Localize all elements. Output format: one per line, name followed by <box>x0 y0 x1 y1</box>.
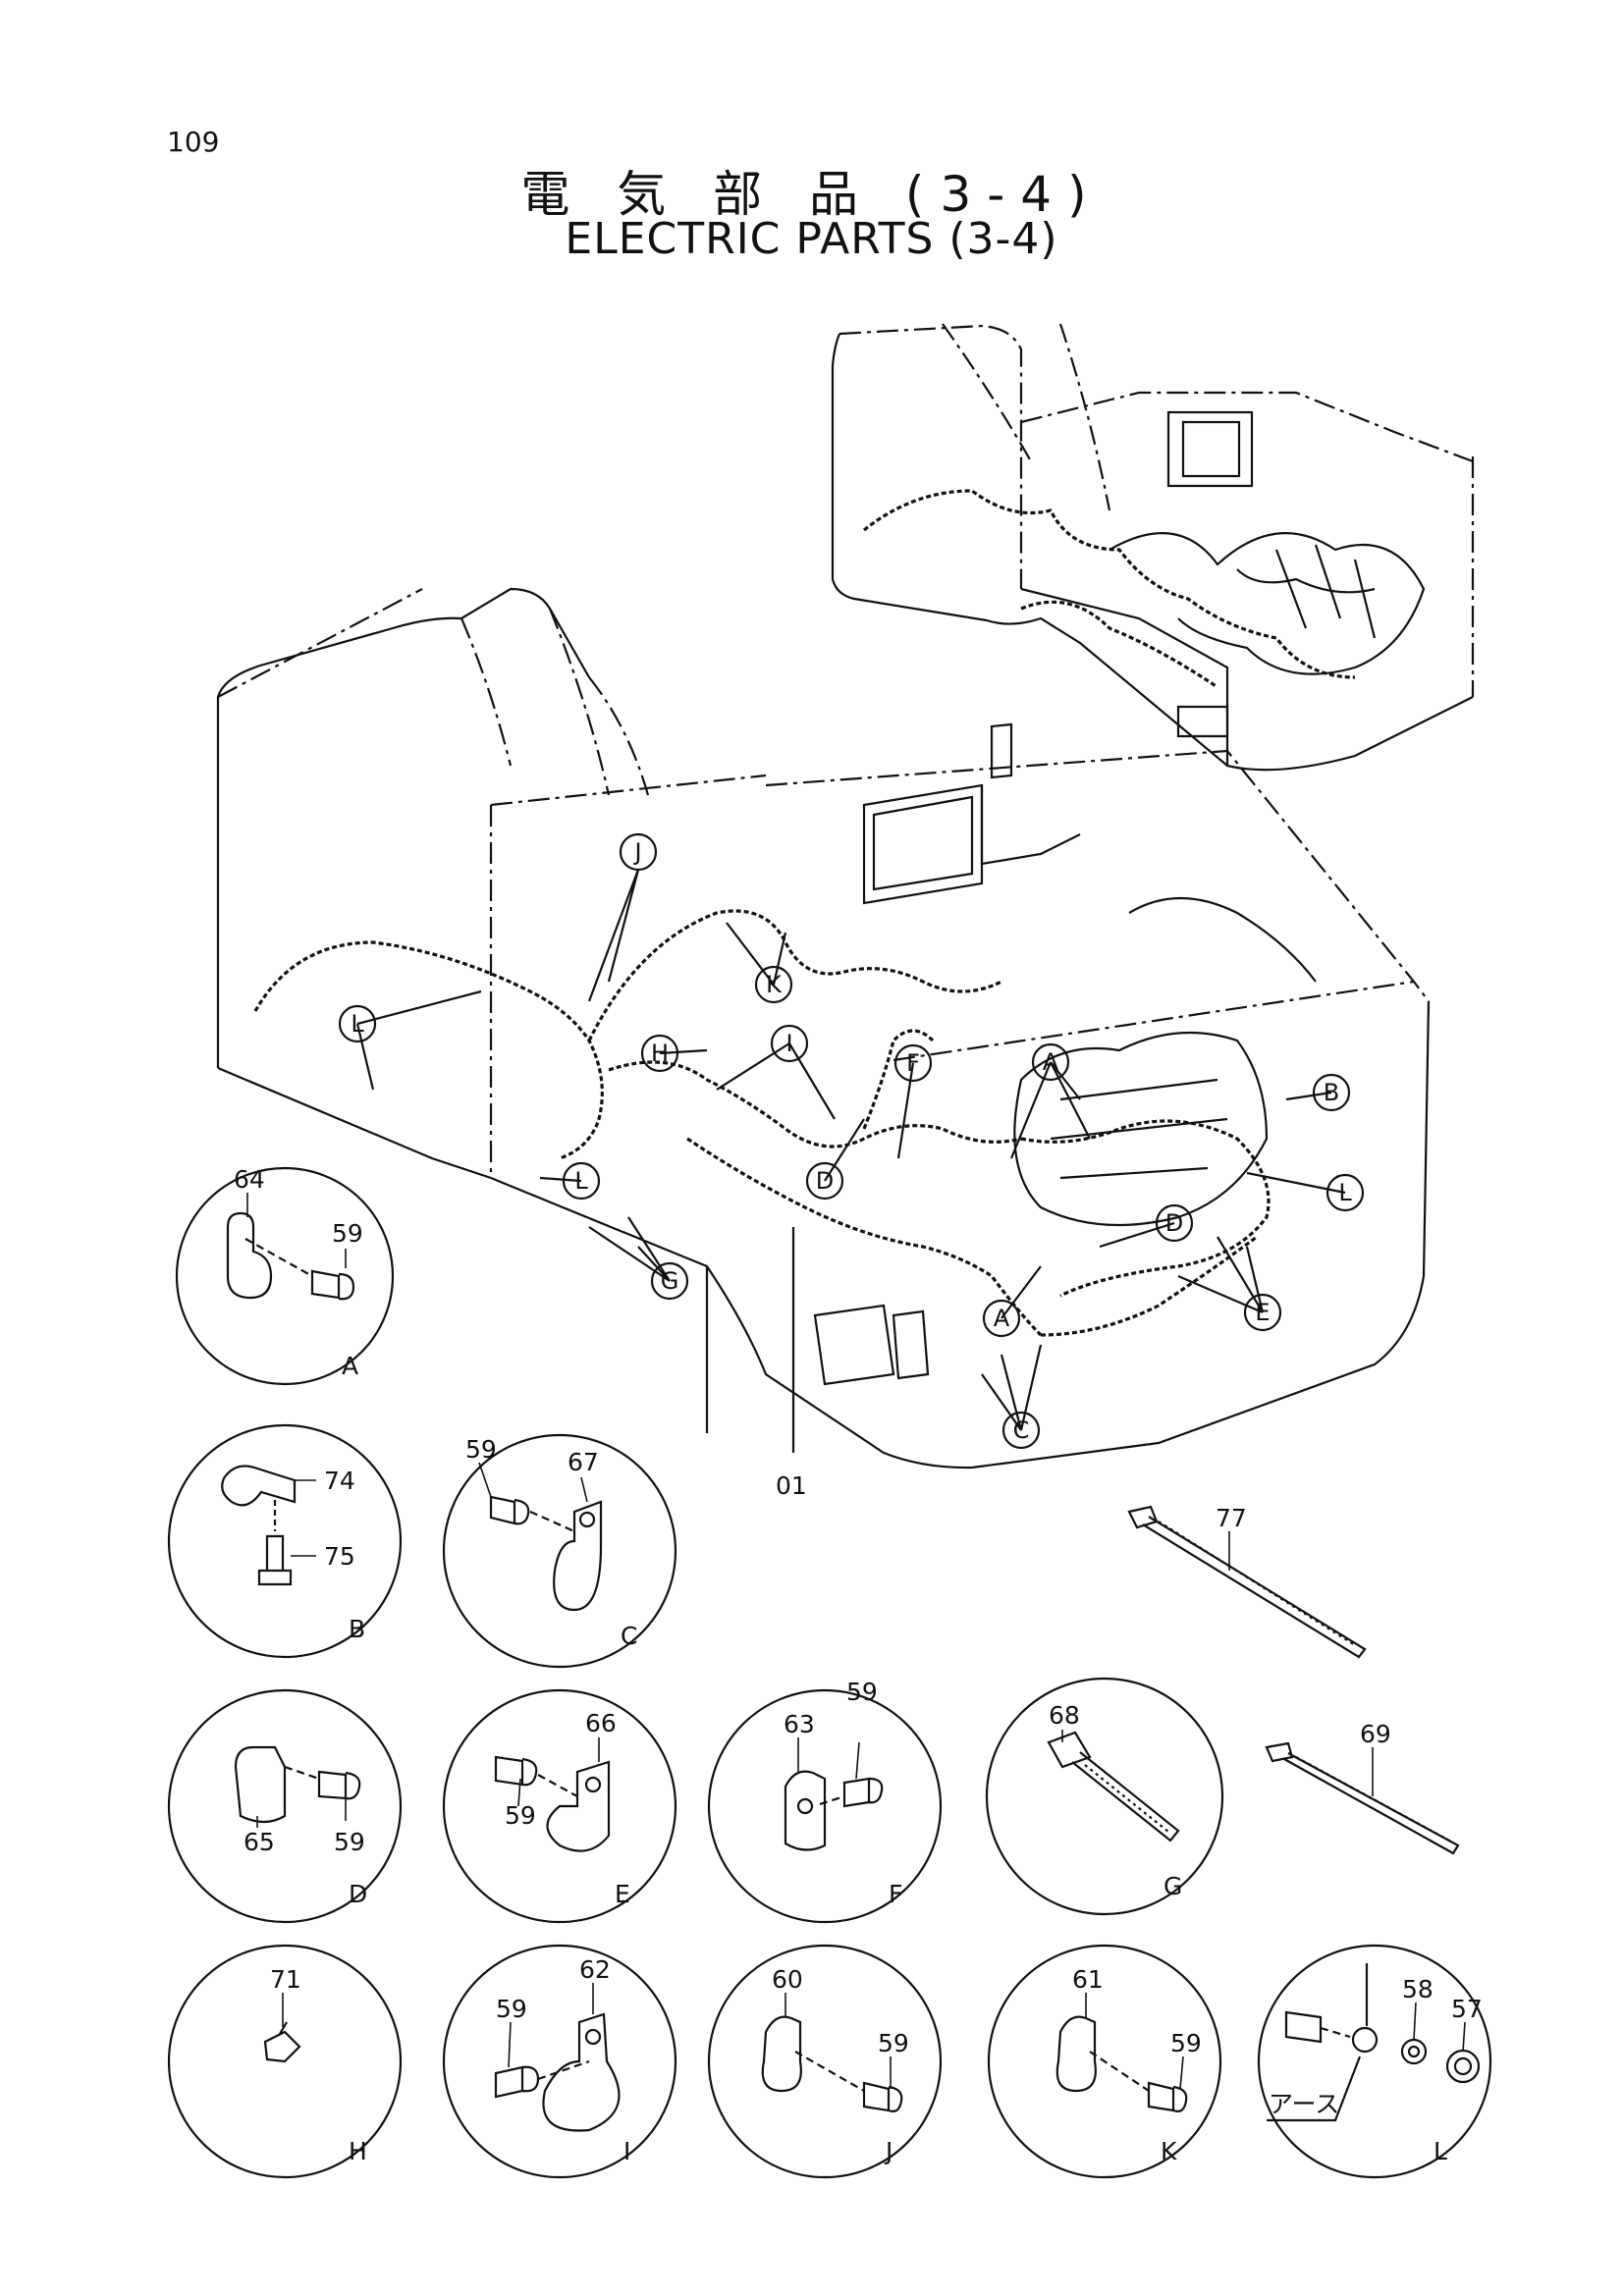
page-title-japanese: 電 気 部 品 (3-4) <box>520 166 1103 223</box>
part-number: 66 <box>585 1709 617 1737</box>
callout-label: H <box>651 1040 669 1067</box>
callout-label: A <box>1043 1048 1059 1076</box>
detail-letter: K <box>1161 2137 1177 2165</box>
part-number: 69 <box>1360 1720 1391 1748</box>
detail-letter: H <box>349 2137 367 2165</box>
callout-label: A <box>994 1305 1010 1332</box>
detail-part-numbers: 64 59 74 75 59 67 65 59 59 66 63 59 68 7… <box>234 1165 1483 2118</box>
part-number: 59 <box>332 1219 363 1248</box>
callout-label: B <box>1324 1079 1339 1106</box>
callout-label: I <box>785 1030 792 1057</box>
part-number: 67 <box>568 1448 599 1476</box>
part-number: 62 <box>579 1955 611 1984</box>
part-number: 59 <box>465 1435 497 1464</box>
detail-letter: G <box>1163 1872 1182 1900</box>
part-number: 75 <box>324 1542 355 1571</box>
part-number: 71 <box>270 1965 301 1994</box>
detail-letter: E <box>615 1880 630 1908</box>
part-number: 59 <box>505 1801 536 1830</box>
callout-label: L <box>1338 1179 1352 1206</box>
callout-label: L <box>351 1010 364 1038</box>
callout-label: D <box>1165 1209 1183 1237</box>
hardware-sketches <box>221 1211 1481 2132</box>
part-number: 57 <box>1451 1995 1483 2023</box>
detail-letter: B <box>349 1615 365 1643</box>
inset-machine-view <box>831 323 1475 772</box>
detail-letter: F <box>889 1880 902 1908</box>
callout-label: D <box>816 1167 834 1195</box>
detail-letters: A B C D E F G H I J K L <box>342 1352 1447 2165</box>
part-number: 58 <box>1402 1975 1434 2003</box>
detail-letter: L <box>1434 2137 1447 2165</box>
callout-label: F <box>906 1049 920 1077</box>
callout-label: J <box>632 838 641 866</box>
detail-letter: C <box>621 1622 637 1650</box>
main-part-label: 01 <box>776 1471 807 1500</box>
callout-label: G <box>661 1267 679 1295</box>
part-number: 59 <box>846 1678 878 1706</box>
part-number: 61 <box>1072 1965 1104 1994</box>
detail-letter: D <box>349 1880 367 1908</box>
callout-labels: J K L H I F A B L D D G L A E C <box>351 838 1352 1444</box>
page-title-english: ELECTRIC PARTS (3-4) <box>565 214 1058 264</box>
detail-circles <box>167 1166 1492 2179</box>
part-number: 59 <box>496 1995 527 2023</box>
part-number: 77 <box>1216 1504 1247 1532</box>
part-number: 63 <box>784 1710 815 1738</box>
part-number: 64 <box>234 1165 265 1194</box>
part-number: 59 <box>334 1828 365 1856</box>
detail-letter: J <box>884 2137 893 2165</box>
callout-label: L <box>574 1167 588 1195</box>
part-number: 74 <box>324 1467 355 1495</box>
detail-letter: I <box>623 2137 630 2165</box>
main-machine-view <box>216 587 1431 1469</box>
callout-group <box>338 832 1365 1450</box>
detail-letter: A <box>342 1352 358 1380</box>
part-number: 59 <box>878 2029 909 2057</box>
part-leaders <box>246 1193 1466 2090</box>
ground-note: アース <box>1269 2090 1339 2118</box>
callout-label: C <box>1013 1416 1030 1444</box>
part-number: 68 <box>1049 1701 1080 1730</box>
page-number: 109 <box>167 126 220 158</box>
callout-label: E <box>1255 1299 1270 1326</box>
part-number: 59 <box>1170 2029 1202 2057</box>
part-number: 60 <box>772 1965 803 1994</box>
callout-label: K <box>766 971 783 998</box>
part-number: 65 <box>243 1828 275 1856</box>
